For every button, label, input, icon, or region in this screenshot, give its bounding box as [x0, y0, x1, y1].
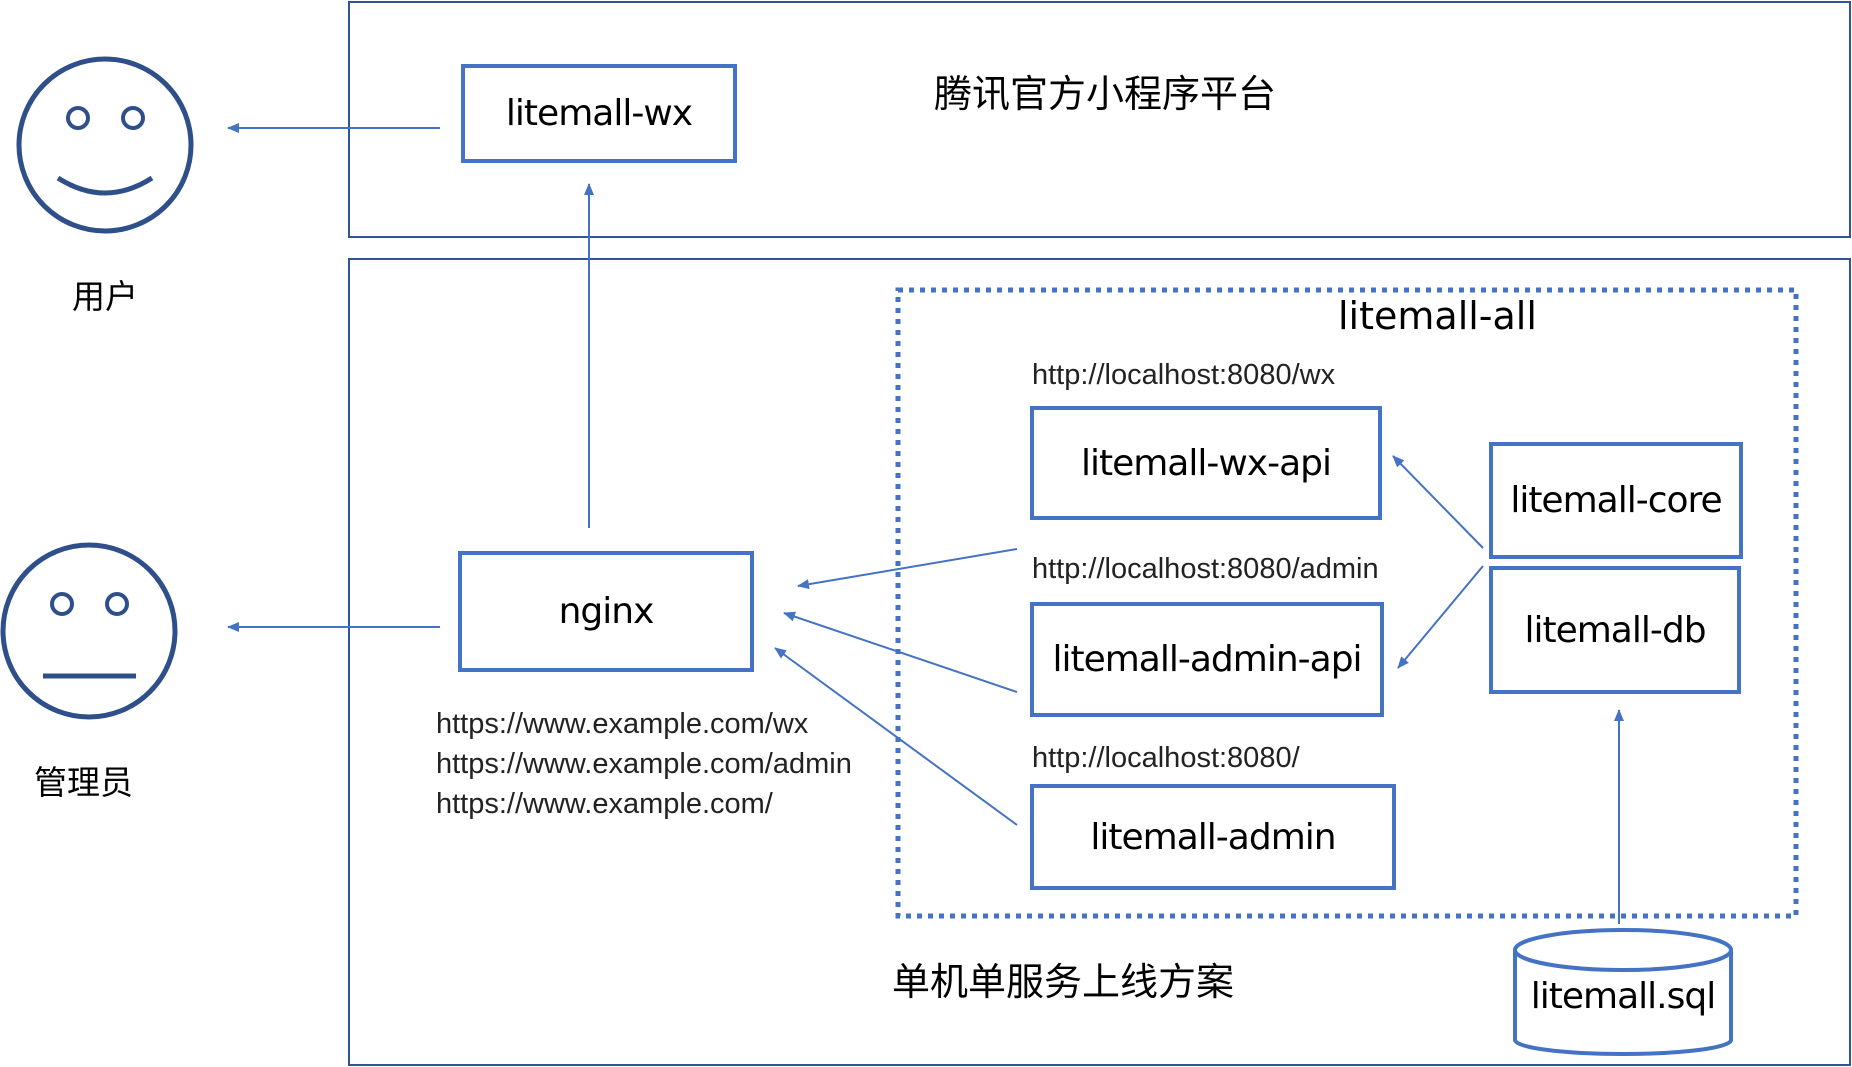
admin-label: 管理员 [34, 763, 133, 802]
litemall-wx-api-node[interactable]: litemall-wx-api [1030, 406, 1382, 520]
arrow-core-to-wxapi [1392, 455, 1484, 549]
tencent-platform-zone [348, 1, 1851, 238]
litemall-core-node[interactable]: litemall-core [1489, 442, 1743, 559]
litemall-wx-node[interactable]: litemall-wx [461, 64, 737, 163]
arrow-adminapi-to-nginx [783, 611, 1018, 693]
user-label: 用户 [72, 277, 138, 316]
litemall-all-title: litemall-all [1338, 294, 1537, 338]
litemall-db-node[interactable]: litemall-db [1489, 566, 1741, 694]
litemall-admin-api-node[interactable]: litemall-admin-api [1030, 602, 1384, 717]
public-url-wx: https://www.example.com/wx [436, 708, 809, 740]
public-url-root: https://www.example.com/ [436, 788, 773, 820]
nginx-node[interactable]: nginx [458, 551, 754, 672]
litemall-sql-label[interactable]: litemall.sql [1530, 976, 1716, 1017]
server-zone-title: 单机单服务上线方案 [892, 960, 1235, 1004]
admin-neutral-face-icon [0, 542, 178, 720]
litemall-all-zone [895, 287, 1799, 919]
arrow-wxapi-to-nginx [797, 548, 1018, 590]
admin-url: http://localhost:8080/ [1032, 742, 1300, 774]
wx-api-url: http://localhost:8080/wx [1032, 359, 1336, 391]
database-cylinder-icon [1513, 928, 1733, 1056]
litemall-admin-node[interactable]: litemall-admin [1030, 784, 1396, 890]
admin-api-url: http://localhost:8080/admin [1032, 553, 1379, 585]
arrow-core-to-adminapi [1397, 565, 1484, 669]
server-zone [348, 258, 1851, 1066]
tencent-platform-title: 腾讯官方小程序平台 [934, 72, 1277, 116]
arrow-admin-to-nginx [774, 647, 1018, 826]
public-url-admin: https://www.example.com/admin [436, 748, 852, 780]
user-smiley-icon [16, 56, 194, 234]
